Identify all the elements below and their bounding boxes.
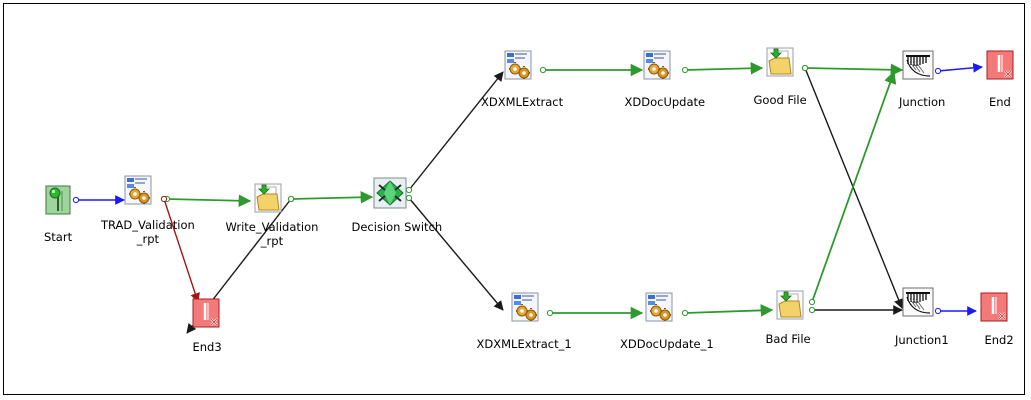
node-label-junction: Junction: [899, 95, 946, 109]
link-bad-to-junction[interactable]: [811, 70, 897, 303]
node-label-trad: TRAD_Validation_rpt: [101, 218, 195, 246]
link-writeval-to-decision[interactable]: [290, 190, 374, 204]
task-icon[interactable]: [645, 292, 673, 322]
end-icon[interactable]: [980, 292, 1008, 322]
link-trad-to-end3[interactable]: [163, 198, 200, 303]
link-good-to-junction[interactable]: [804, 63, 904, 77]
switch-icon[interactable]: [373, 177, 407, 209]
port-xdd1-out: [681, 309, 689, 317]
node-label-bad: Bad File: [765, 332, 811, 346]
task-icon[interactable]: [511, 292, 539, 322]
task-icon[interactable]: [124, 175, 152, 205]
file-icon[interactable]: [766, 47, 794, 77]
port-decision-out: [405, 194, 413, 202]
node-label-xdd: XDDocUpdate: [624, 95, 706, 109]
port-start-out: [72, 196, 80, 204]
end-icon[interactable]: [192, 298, 220, 328]
link-trad-to-writeval[interactable]: [166, 194, 252, 208]
port-bad-out: [808, 306, 816, 314]
link-xdd-to-good[interactable]: [684, 61, 764, 75]
link-junction-to-end[interactable]: [937, 62, 983, 73]
node-label-writeval: Write_Validation_rpt: [225, 220, 319, 248]
port-junction-out: [934, 67, 942, 75]
port-trad-out: [160, 195, 168, 203]
port-writeval-out: [287, 195, 295, 203]
node-label-good: Good File: [753, 93, 807, 107]
node-label-xdx: XDXMLExtract: [481, 95, 564, 109]
node-label-xdd1: XDDocUpdate_1: [620, 337, 714, 351]
end-icon[interactable]: [986, 50, 1014, 80]
port-xdx-out: [539, 66, 547, 74]
link-decision-to-xdx1[interactable]: [408, 197, 504, 311]
node-label-decision: Decision Switch: [351, 220, 443, 234]
junction-icon[interactable]: [902, 287, 934, 317]
node-label-junction1: Junction1: [895, 333, 949, 347]
junction-icon[interactable]: [902, 50, 934, 80]
task-icon[interactable]: [643, 50, 671, 80]
link-xdd1-to-bad[interactable]: [684, 304, 774, 317]
port-good-out: [801, 64, 809, 72]
node-label-end2: End2: [984, 333, 1014, 347]
link-decision-to-xdx[interactable]: [408, 71, 504, 191]
node-label-start: Start: [44, 230, 73, 244]
port-junction1-out: [934, 307, 942, 315]
port-xdd-out: [681, 66, 689, 74]
node-label-xdx1: XDXMLExtract_1: [476, 337, 572, 351]
canvas-frame: [3, 3, 1025, 395]
file-icon[interactable]: [254, 183, 282, 213]
port-bad-out: [808, 298, 816, 306]
file-icon[interactable]: [776, 290, 804, 320]
task-icon[interactable]: [504, 50, 532, 80]
node-label-end3: End3: [192, 340, 222, 354]
port-decision-out: [405, 186, 413, 194]
start-icon[interactable]: [44, 185, 72, 215]
node-label-end: End: [989, 95, 1011, 109]
port-xdx1-out: [546, 309, 554, 317]
